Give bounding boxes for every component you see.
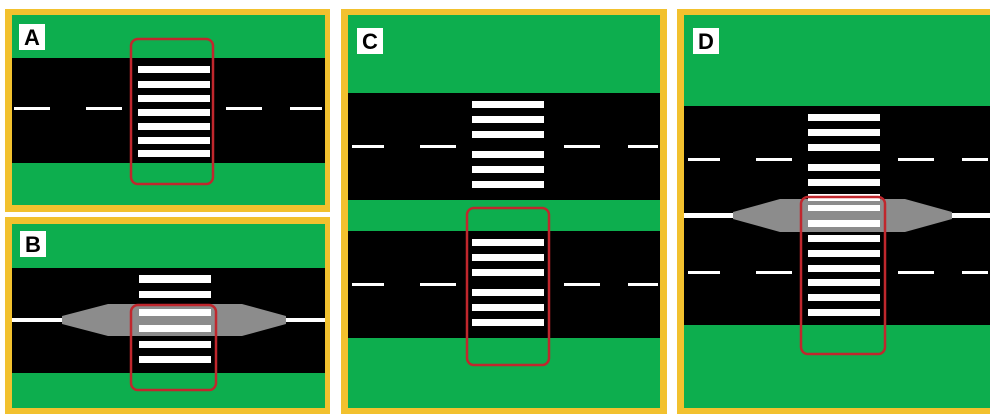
panel-b: B xyxy=(5,217,330,414)
panel-d-refuge-island xyxy=(733,199,952,232)
panel-d: D xyxy=(677,9,990,414)
panel-c-grass xyxy=(348,15,660,408)
panel-a: A xyxy=(5,9,330,212)
panel-c-label: C xyxy=(362,29,378,54)
panel-c: C xyxy=(341,9,667,414)
panel-a-label: A xyxy=(24,25,40,50)
panel-d-label: D xyxy=(698,29,714,54)
panel-b-label: B xyxy=(25,232,41,257)
